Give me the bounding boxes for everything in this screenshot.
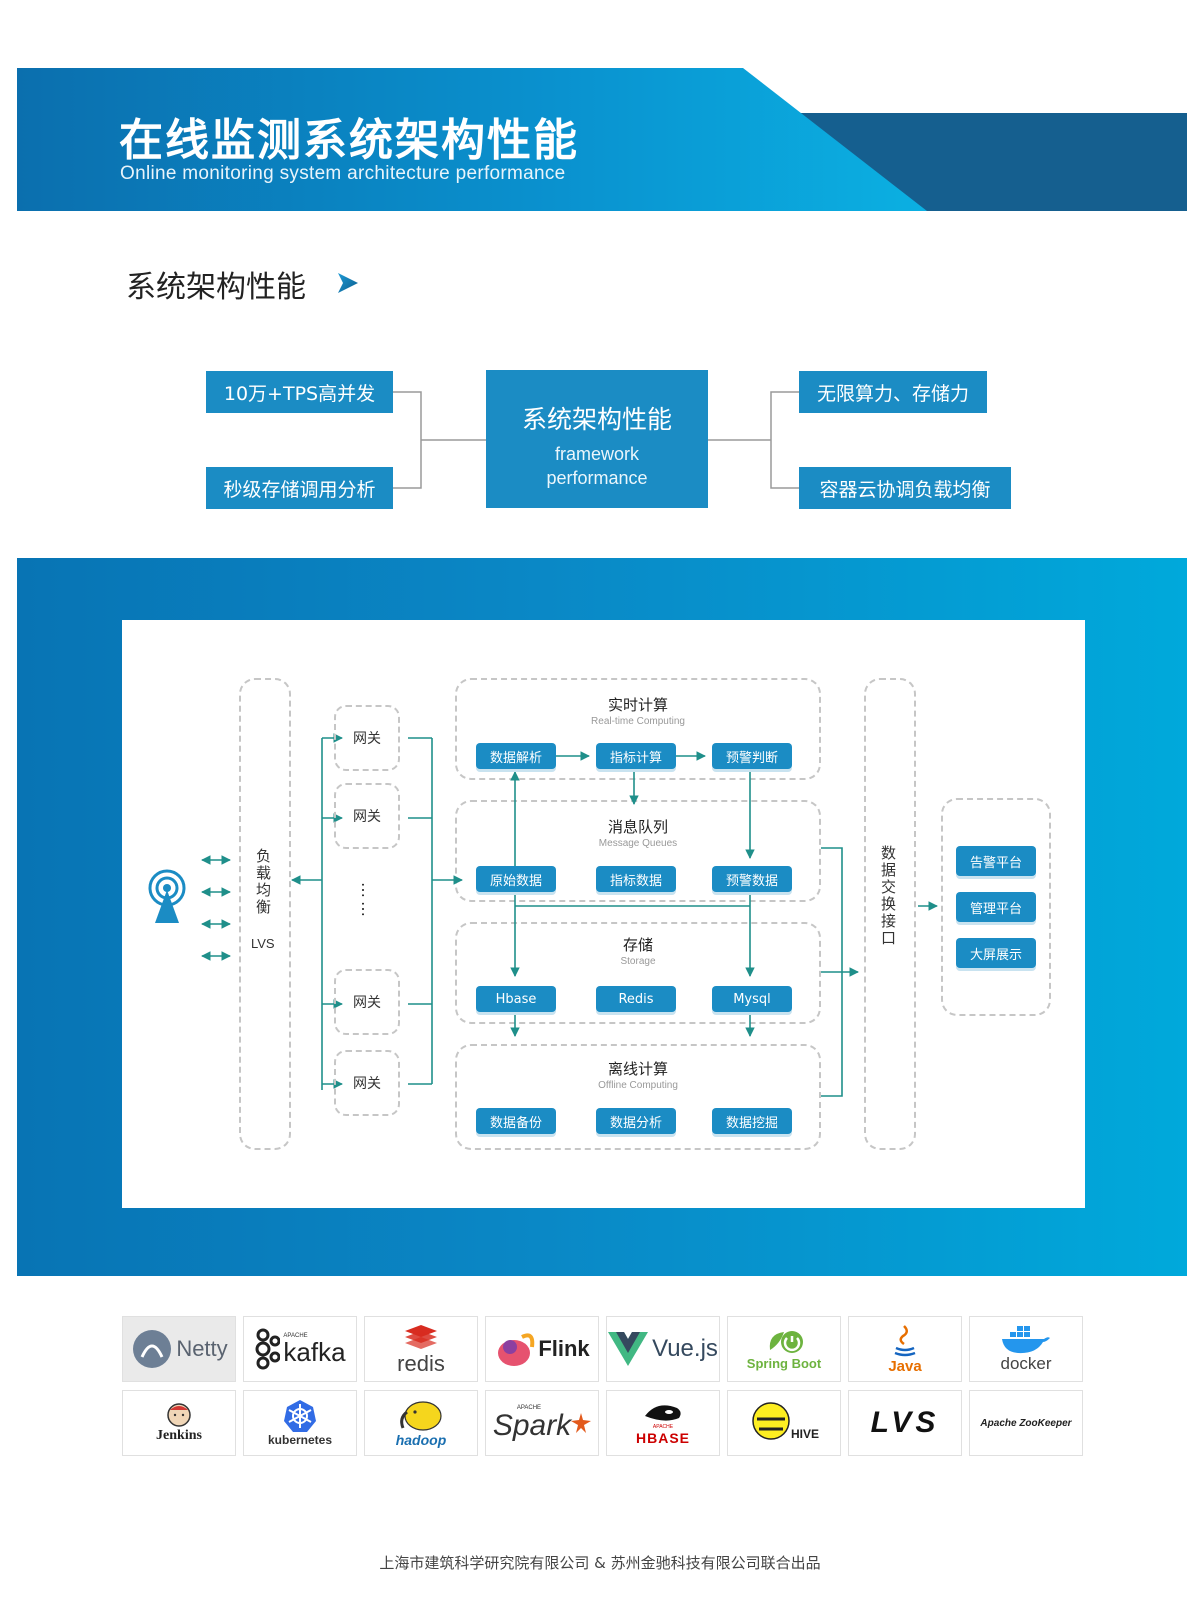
storage-subtitle: Storage	[620, 956, 656, 967]
node-metric-compute: 指标计算	[596, 743, 676, 769]
hive-bee-icon	[752, 1402, 790, 1440]
center-title: 系统架构性能	[521, 405, 672, 434]
play-arrow-icon	[338, 273, 358, 293]
java-cup-icon	[894, 1324, 916, 1356]
logo-flink: Flink	[485, 1316, 599, 1382]
kafka-icon	[255, 1328, 281, 1370]
logo-vue: Vue.js	[606, 1316, 720, 1382]
logo-kafka: APACHE kafka	[243, 1316, 357, 1382]
page-title: 在线监测系统架构性能	[119, 115, 579, 166]
logo-java: Java	[848, 1316, 962, 1382]
output-alert-platform: 告警平台	[956, 846, 1036, 876]
node-data-parse: 数据解析	[476, 743, 556, 769]
logo-hadoop: hadoop	[364, 1390, 478, 1456]
feature-unlimited-compute: 无限算力、存储力	[799, 371, 987, 413]
load-balancer-box	[239, 678, 291, 1150]
spring-boot-icon	[769, 1330, 803, 1353]
feature-container-cloud: 容器云协调负载均衡	[799, 467, 1011, 509]
antenna-icon	[148, 869, 186, 923]
realtime-title: 实时计算	[607, 696, 668, 714]
node-redis: Redis	[596, 986, 676, 1012]
feature-center-box: 系统架构性能 framework performance	[486, 370, 708, 508]
node-data-backup: 数据备份	[476, 1108, 556, 1134]
output-management-platform: 管理平台	[956, 892, 1036, 922]
mq-subtitle: Message Queues	[598, 838, 678, 849]
gateway-ellipsis: ……	[358, 882, 377, 920]
logo-docker: docker	[969, 1316, 1083, 1382]
offline-subtitle: Offline Computing	[598, 1080, 678, 1091]
feature-high-concurrency: 10万+TPS高并发	[206, 371, 393, 413]
node-data-analysis: 数据分析	[596, 1108, 676, 1134]
logo-redis: redis	[364, 1316, 478, 1382]
center-subtitle: framework performance	[546, 444, 648, 488]
realtime-subtitle: Real-time Computing	[591, 716, 685, 727]
output-group	[941, 798, 1051, 1016]
spark-star-icon	[571, 1413, 592, 1433]
logo-jenkins: Jenkins	[122, 1390, 236, 1456]
arch-connectors	[148, 733, 938, 1097]
architecture-diagram: 负载均衡 LVS 网关 网关 …… 网关 网关 实时计算 Real-time C…	[122, 620, 1085, 1208]
storage-group	[455, 922, 821, 1024]
node-alert-judge: 预警判断	[712, 743, 792, 769]
vue-icon	[608, 1332, 649, 1366]
gateway-1: 网关	[334, 705, 400, 771]
feature-connectors	[393, 391, 799, 489]
section-title: 系统架构性能	[126, 270, 306, 305]
exchange-box	[864, 678, 916, 1150]
output-big-screen: 大屏展示	[956, 938, 1036, 968]
node-hbase: Hbase	[476, 986, 556, 1012]
logo-hive: HIVE	[727, 1390, 841, 1456]
offline-group	[455, 1044, 821, 1150]
logo-zookeeper: Apache ZooKeeper	[969, 1390, 1083, 1456]
banner-shape	[17, 68, 1187, 211]
kubernetes-helm-icon	[284, 1400, 316, 1432]
exchange-interface-label: 数据交换接口	[879, 845, 897, 947]
logo-spring-boot: Spring Boot	[727, 1316, 841, 1382]
page-subtitle: Online monitoring system architecture pe…	[120, 163, 566, 184]
feature-storage-analysis: 秒级存储调用分析	[206, 467, 393, 509]
load-balancer-label: 负载均衡	[254, 848, 272, 916]
footer-credit: 上海市建筑科学研究院有限公司 & 苏州金驰科技有限公司联合出品	[379, 1554, 821, 1572]
logo-hbase: APACHE HBASE	[606, 1390, 720, 1456]
lvs-label: LVS	[251, 936, 275, 951]
gateway-2: 网关	[334, 783, 400, 849]
logo-kubernetes: kubernetes	[243, 1390, 357, 1456]
flink-squirrel-icon	[498, 1333, 535, 1366]
realtime-group	[455, 678, 821, 780]
logo-spark: APACHE Spark	[485, 1390, 599, 1456]
node-metric-data: 指标数据	[596, 866, 676, 892]
logo-netty: Netty	[122, 1316, 236, 1382]
jenkins-butler-icon	[167, 1403, 191, 1427]
node-mysql: Mysql	[712, 986, 792, 1012]
node-raw-data: 原始数据	[476, 866, 556, 892]
logo-lvs: LVS	[848, 1390, 962, 1456]
node-data-mining: 数据挖掘	[712, 1108, 792, 1134]
mq-title: 消息队列	[607, 818, 668, 836]
gateway-4: 网关	[334, 1050, 400, 1116]
redis-icon	[405, 1325, 437, 1349]
node-alert-data: 预警数据	[712, 866, 792, 892]
netty-icon	[133, 1330, 172, 1368]
hbase-orca-icon	[645, 1405, 681, 1421]
docker-whale-icon	[1002, 1326, 1050, 1354]
header-banner: 在线监测系统架构性能 Online monitoring system arch…	[17, 68, 1187, 211]
gateway-3: 网关	[334, 969, 400, 1035]
hadoop-elephant-icon	[400, 1401, 442, 1431]
offline-title: 离线计算	[607, 1060, 668, 1078]
storage-title: 存储	[622, 936, 653, 954]
